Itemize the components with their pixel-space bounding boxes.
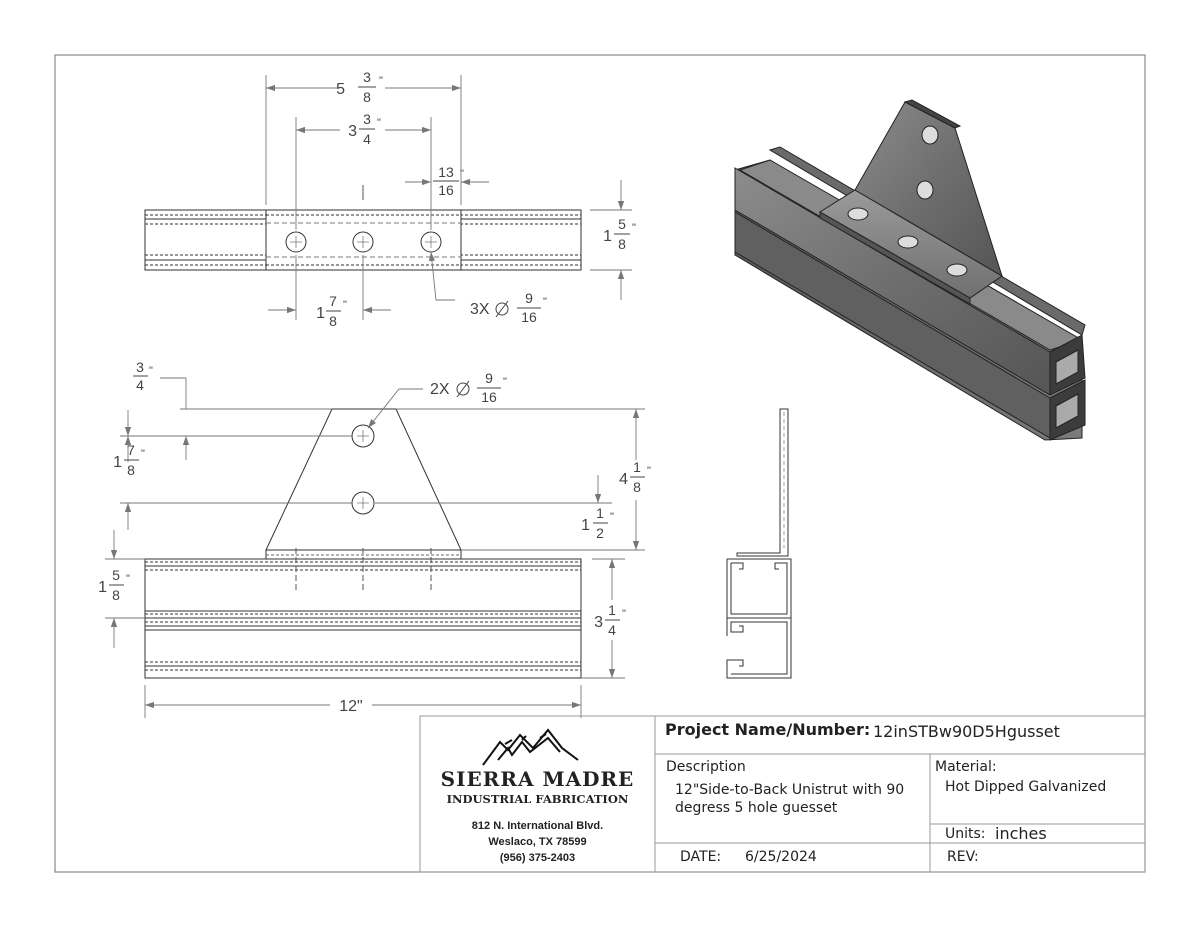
svg-text:3: 3: [363, 111, 371, 127]
svg-text:1: 1: [608, 602, 616, 618]
side-view: [726, 408, 792, 679]
top-view: [144, 185, 582, 271]
dim-front-hole-pitch: 1 7 8 ": [113, 442, 145, 478]
units-label: Units:: [945, 826, 986, 842]
dim-top-plate-edge: 13 16 ": [433, 164, 464, 198]
front-view: [144, 408, 582, 679]
mountain-logo-icon: [482, 728, 579, 766]
dim-top-holes: 3X 9 16 ": [470, 290, 547, 325]
description-line-2: degress 5 hole guesset: [675, 800, 838, 816]
dim-front-holes: 2X 9 16 ": [430, 370, 507, 405]
svg-text:5: 5: [112, 567, 120, 583]
dim-front-total-height: 3 1 4 ": [594, 602, 626, 638]
svg-text:": ": [141, 448, 145, 460]
dim-front-top-offset: 3 4 ": [133, 359, 153, 393]
svg-text:9: 9: [525, 290, 533, 306]
svg-text:16: 16: [438, 182, 454, 198]
svg-text:1: 1: [98, 579, 107, 596]
units-value: inches: [995, 824, 1047, 843]
svg-text:3: 3: [594, 614, 603, 631]
material-label: Material:: [935, 759, 997, 775]
svg-text:5: 5: [336, 81, 345, 98]
date-label: DATE:: [680, 849, 722, 865]
svg-text:": ": [622, 608, 626, 620]
title-block-grid: [419, 715, 1146, 873]
dim-top-channel-height: 1 5 8 ": [603, 216, 636, 252]
project-value: 12inSTBw90D5Hgusset: [873, 722, 1060, 741]
svg-text:1: 1: [633, 459, 641, 475]
top-hole-2: [352, 231, 374, 253]
svg-text:2X: 2X: [430, 381, 450, 398]
svg-text:1: 1: [581, 517, 590, 534]
svg-text:16: 16: [481, 389, 497, 405]
company-address-1: 812 N. International Blvd.: [471, 820, 604, 832]
svg-text:4: 4: [619, 471, 628, 488]
svg-text:8: 8: [329, 313, 337, 329]
dim-front-lower-hole: 1 1 2 ": [581, 505, 614, 541]
svg-text:": ": [126, 573, 130, 585]
svg-text:": ": [503, 376, 507, 388]
dim-front-length: 12": [339, 698, 362, 715]
dim-top-hole-span: 3 3 4 ": [348, 111, 381, 147]
rev-label: REV:: [947, 849, 979, 865]
svg-text:5: 5: [618, 216, 626, 232]
svg-text:": ": [343, 299, 347, 311]
project-label: Project Name/Number:: [665, 720, 871, 739]
date-value: 6/25/2024: [745, 849, 817, 865]
svg-text:3: 3: [363, 69, 371, 85]
side-channel-lower: [726, 617, 792, 679]
svg-text:": ": [647, 465, 651, 477]
svg-text:4: 4: [608, 622, 616, 638]
svg-text:16: 16: [521, 309, 537, 325]
svg-text:3: 3: [348, 123, 357, 140]
svg-text:": ": [632, 222, 636, 234]
svg-text:1: 1: [113, 454, 122, 471]
svg-text:4: 4: [136, 377, 144, 393]
description-line-1: 12"Side-to-Back Unistrut with 90: [675, 782, 905, 798]
svg-text:8: 8: [618, 236, 626, 252]
svg-text:": ": [377, 117, 381, 129]
svg-text:": ": [460, 168, 464, 180]
svg-text:4: 4: [363, 131, 371, 147]
svg-text:7: 7: [329, 293, 337, 309]
svg-text:": ": [379, 75, 383, 87]
front-gusset: [265, 408, 462, 551]
svg-text:8: 8: [127, 462, 135, 478]
top-hole-1: [285, 231, 307, 253]
svg-text:1: 1: [596, 505, 604, 521]
company-subtitle: INDUSTRIAL FABRICATION: [446, 792, 629, 806]
front-channel-lower: [144, 617, 582, 679]
company-phone: (956) 375-2403: [499, 852, 576, 864]
dim-top-hole-pitch: 1 7 8 ": [316, 293, 347, 329]
company-name: SIERRA MADRE: [440, 767, 635, 791]
company-address-2: Weslaco, TX 78599: [488, 836, 587, 848]
front-dims: [105, 377, 645, 718]
description-label: Description: [666, 759, 746, 775]
dim-front-gusset-height: 4 1 8 ": [619, 459, 651, 495]
svg-text:": ": [149, 365, 153, 377]
svg-text:1: 1: [316, 305, 325, 322]
isometric-view: [734, 99, 1086, 441]
top-gusset-plate: [265, 209, 462, 271]
dim-front-channel-height: 1 5 8 ": [98, 567, 130, 603]
material-value: Hot Dipped Galvanized: [945, 779, 1107, 795]
sheet-border: [54, 54, 1146, 873]
svg-text:": ": [543, 296, 547, 308]
svg-text:7: 7: [127, 442, 135, 458]
svg-text:": ": [610, 511, 614, 523]
top-dims: [265, 75, 632, 320]
svg-text:8: 8: [633, 479, 641, 495]
side-gusset-flange: [779, 408, 789, 551]
svg-text:2: 2: [596, 525, 604, 541]
svg-text:3X: 3X: [470, 301, 490, 318]
svg-text:13: 13: [438, 164, 454, 180]
svg-text:8: 8: [112, 587, 120, 603]
side-channel-upper: [726, 558, 792, 619]
svg-text:3: 3: [136, 359, 144, 375]
svg-text:1: 1: [603, 228, 612, 245]
svg-text:9: 9: [485, 370, 493, 386]
svg-text:8: 8: [363, 89, 371, 105]
dim-top-overall: 5 3 8 ": [336, 69, 383, 105]
